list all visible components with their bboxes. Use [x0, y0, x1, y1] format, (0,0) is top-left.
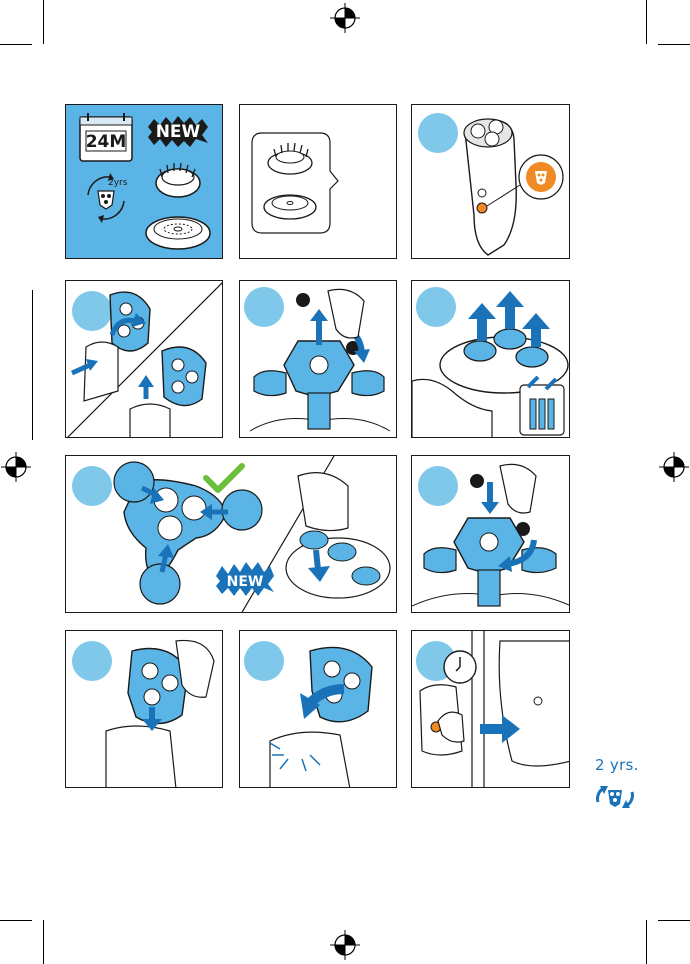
registration-mark-top [330, 3, 360, 33]
crop-mark [646, 920, 647, 964]
registration-mark-bottom [330, 930, 360, 960]
new-badge-icon: NEW [148, 116, 208, 147]
crop-mark [0, 44, 32, 45]
step-3-panel [239, 280, 397, 438]
crop-mark [658, 44, 690, 45]
step-5-panel: NEW [65, 455, 397, 613]
intro-panel: 24M NEW 2yrs [65, 104, 223, 259]
replace-indicator-icon [526, 162, 556, 192]
step-2-panel [65, 280, 223, 438]
new-badge-label: NEW [227, 574, 264, 590]
crop-mark [0, 920, 32, 921]
step-1-panel [411, 104, 570, 259]
new-badge-icon: NEW [216, 562, 274, 596]
shaving-head-replace-icon [592, 782, 638, 812]
crop-mark [43, 920, 44, 964]
crop-mark [658, 920, 690, 921]
step-7-panel [65, 630, 223, 788]
crop-mark [43, 0, 44, 44]
shaving-guard-icon [146, 217, 210, 249]
two-years-label: 2yrs [108, 178, 128, 188]
shaving-head-icon [156, 163, 200, 197]
step-8-panel [239, 630, 397, 788]
registration-mark-right [659, 452, 689, 482]
parts-panel [239, 104, 397, 259]
timer-icon [444, 651, 476, 683]
calendar-icon: 24M [80, 113, 132, 161]
step-6-panel [411, 455, 570, 613]
step-9-panel [411, 630, 570, 788]
registration-mark-left [1, 452, 31, 482]
new-badge-label: NEW [156, 122, 201, 142]
side-note-text: 2 yrs. [595, 756, 639, 774]
checkmark-icon [206, 466, 242, 490]
crop-mark [32, 290, 33, 440]
shaving-unit-lifted-icon [130, 347, 206, 438]
calendar-label: 24M [86, 132, 127, 152]
two-years-icon: 2yrs [88, 173, 128, 223]
step-4-panel [411, 280, 570, 438]
guard-icon [264, 195, 316, 219]
shaver-icon [464, 119, 516, 255]
shaver-body-icon [499, 641, 570, 766]
retaining-frame-icon [424, 518, 556, 606]
crop-mark [646, 0, 647, 44]
